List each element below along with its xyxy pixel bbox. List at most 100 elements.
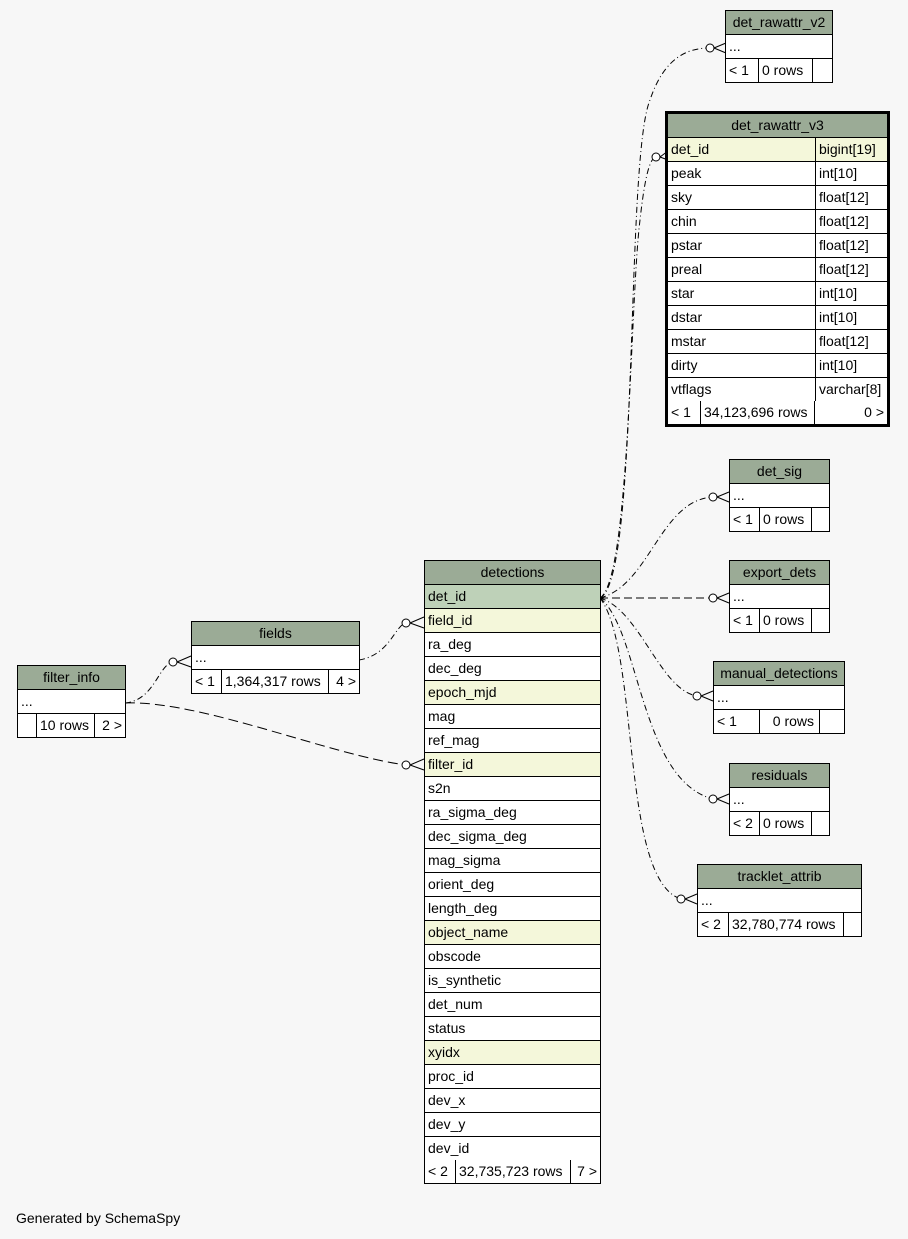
column-name: det_id xyxy=(428,588,467,604)
column-row[interactable]: proc_id xyxy=(425,1065,600,1089)
column-row[interactable]: dec_deg xyxy=(425,657,600,681)
column-row[interactable]: dec_sigma_deg xyxy=(425,825,600,849)
column-row[interactable]: status xyxy=(425,1017,600,1041)
column-name: dev_x xyxy=(428,1092,466,1108)
column-row[interactable]: det_id xyxy=(425,585,600,609)
column-name: filter_id xyxy=(428,756,474,772)
parents-link[interactable]: < 1 xyxy=(730,508,760,531)
parents-link[interactable]: < 2 xyxy=(730,812,760,835)
table-title[interactable]: det_sig xyxy=(730,460,829,484)
column-row[interactable]: field_id xyxy=(425,609,600,633)
column-name: det_id xyxy=(671,141,710,157)
table-residuals[interactable]: residuals ... < 2 0 rows xyxy=(729,763,830,836)
crowfoot-residuals xyxy=(708,794,718,804)
column-row[interactable]: object_name xyxy=(425,921,600,945)
column-name: dev_y xyxy=(428,1116,466,1132)
edge-detections-residuals xyxy=(599,597,714,800)
edge-fields-detections xyxy=(358,622,407,661)
columns-ellipsis: ... xyxy=(701,892,713,908)
column-row[interactable]: det_num xyxy=(425,993,600,1017)
column-row[interactable]: filter_id xyxy=(425,753,600,777)
column-row[interactable]: dev_id xyxy=(425,1137,600,1160)
table-fields[interactable]: fields ... < 1 1,364,317 rows 4 > xyxy=(191,621,360,694)
column-name: chin xyxy=(671,213,697,229)
table-tracklet-attrib[interactable]: tracklet_attrib ... < 2 32,780,774 rows xyxy=(697,864,862,937)
column-row[interactable]: dev_y xyxy=(425,1113,600,1137)
generated-by-footer: Generated by SchemaSpy xyxy=(16,1210,181,1226)
table-title[interactable]: residuals xyxy=(730,764,829,788)
children-link[interactable] xyxy=(812,812,829,835)
children-link[interactable]: 4 > xyxy=(336,673,356,689)
parents-link[interactable]: < 2 xyxy=(698,913,729,936)
table-title[interactable]: detections xyxy=(425,561,600,585)
edge-detections-manual-detections xyxy=(599,597,698,697)
parents-link[interactable] xyxy=(18,714,37,737)
children-link[interactable] xyxy=(813,59,832,82)
column-name: object_name xyxy=(428,924,509,940)
column-row[interactable]: ra_deg xyxy=(425,633,600,657)
children-link[interactable] xyxy=(820,710,844,733)
table-title[interactable]: det_rawattr_v2 xyxy=(726,11,832,35)
column-name: xyidx xyxy=(428,1044,460,1060)
table-filter-info[interactable]: filter_info ... 10 rows 2 > xyxy=(17,665,126,738)
column-row[interactable]: xyidx xyxy=(425,1041,600,1065)
column-name: dev_id xyxy=(428,1140,470,1156)
table-title[interactable]: fields xyxy=(192,622,359,646)
parents-link[interactable]: < 1 xyxy=(726,59,759,82)
parents-link[interactable]: < 1 xyxy=(730,609,760,632)
table-manual-detections[interactable]: manual_detections ... < 1 0 rows xyxy=(713,661,845,734)
column-row[interactable]: mag_sigma xyxy=(425,849,600,873)
children-link[interactable] xyxy=(844,913,861,936)
column-row[interactable]: dev_x xyxy=(425,1089,600,1113)
column-row[interactable]: is_synthetic xyxy=(425,969,600,993)
column-name: mag xyxy=(428,708,456,724)
children-link[interactable]: 0 > xyxy=(864,404,884,420)
table-title[interactable]: det_rawattr_v3 xyxy=(668,114,887,138)
table-title[interactable]: manual_detections xyxy=(714,662,844,686)
table-title[interactable]: export_dets xyxy=(730,561,829,585)
table-export-dets[interactable]: export_dets ... < 1 0 rows xyxy=(729,560,830,633)
column-name: mag_sigma xyxy=(428,852,501,868)
column-row[interactable]: s2n xyxy=(425,777,600,801)
column-row[interactable]: mag xyxy=(425,705,600,729)
column-row[interactable]: ref_mag xyxy=(425,729,600,753)
parents-link[interactable]: < 1 xyxy=(192,670,222,693)
column-row[interactable]: ra_sigma_deg xyxy=(425,801,600,825)
parents-link[interactable]: < 2 xyxy=(425,1160,456,1183)
table-det-rawattr-v2[interactable]: det_rawattr_v2 ... < 1 0 rows xyxy=(725,10,833,83)
children-link[interactable]: 2 > xyxy=(102,717,122,733)
crowfoot-det-rawattr-v3 xyxy=(651,152,661,162)
table-title[interactable]: tracklet_attrib xyxy=(698,865,861,889)
column-row[interactable]: length_deg xyxy=(425,897,600,921)
parents-link[interactable]: < 1 xyxy=(714,710,760,733)
parents-link[interactable]: < 1 xyxy=(668,401,701,424)
table-title[interactable]: filter_info xyxy=(18,666,125,690)
column-row[interactable]: epoch_mjd xyxy=(425,681,600,705)
row-count: 0 rows xyxy=(759,59,813,82)
column-row[interactable]: obscode xyxy=(425,945,600,969)
row-count: 1,364,317 rows xyxy=(222,670,329,693)
children-link[interactable]: 7 > xyxy=(577,1163,597,1179)
column-type: float[12] xyxy=(815,186,887,209)
children-link[interactable] xyxy=(812,609,829,632)
edge-detections-det-rawattr-v2 xyxy=(599,47,711,599)
table-det-sig[interactable]: det_sig ... < 1 0 rows xyxy=(729,459,830,532)
children-link[interactable] xyxy=(812,508,829,531)
column-name: proc_id xyxy=(428,1068,474,1084)
column-type: float[12] xyxy=(815,234,887,257)
crowfoot-det-rawattr-v2 xyxy=(705,43,715,53)
column-row[interactable]: orient_deg xyxy=(425,873,600,897)
